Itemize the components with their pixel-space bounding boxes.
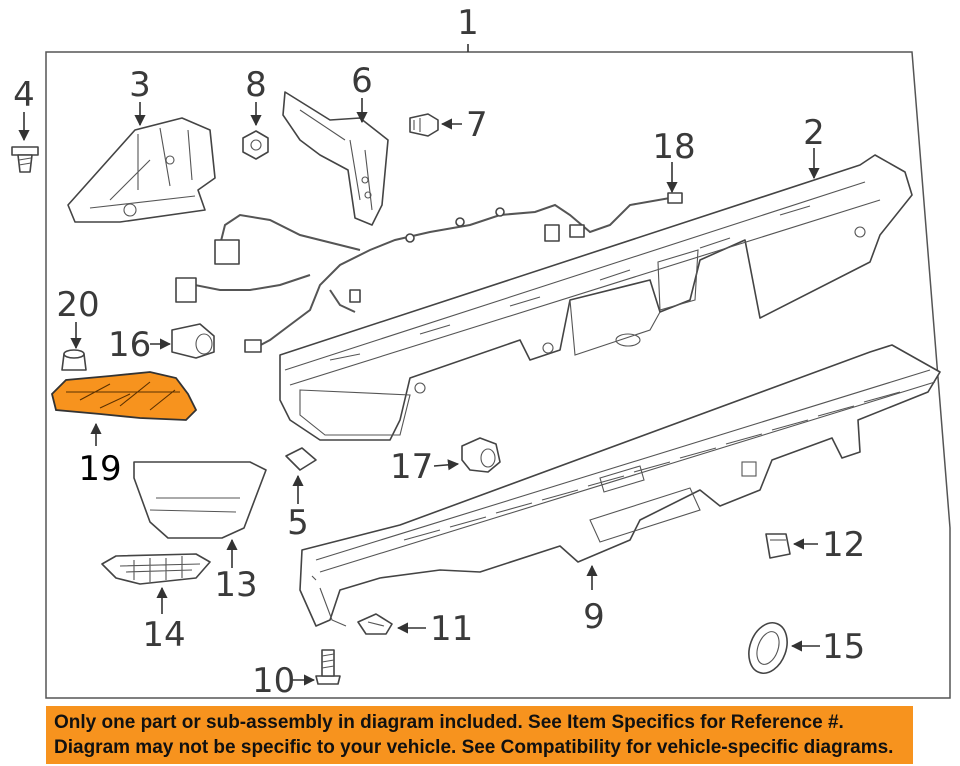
leader-17 — [433, 459, 460, 471]
callout-5: 5 — [287, 503, 309, 543]
callout-18: 18 — [652, 127, 695, 167]
part-8-nut — [242, 130, 269, 160]
callout-8: 8 — [245, 65, 267, 105]
callout-12: 12 — [822, 525, 865, 565]
part-19-shape — [51, 371, 198, 421]
callout-2: 2 — [803, 113, 825, 153]
part-13-step-pad — [133, 461, 267, 539]
part-18-wiring-harness — [175, 192, 683, 353]
part-14-grip-plate — [101, 553, 211, 585]
part-2-bumper — [279, 154, 913, 441]
part-5-clip-nut — [285, 447, 317, 471]
disclaimer-line-1: Only one part or sub-assembly in diagram… — [54, 712, 844, 733]
callout-15: 15 — [822, 627, 865, 667]
callout-3: 3 — [129, 65, 151, 105]
part-19-corner-pad-highlighted — [51, 371, 198, 421]
callout-13: 13 — [214, 565, 257, 605]
part-4-bolt — [11, 146, 39, 173]
part-17-retainer — [461, 437, 501, 473]
disclaimer-line-2: Diagram may not be specific to your vehi… — [54, 737, 894, 758]
callout-7: 7 — [466, 105, 488, 145]
part-20-plug — [61, 349, 87, 371]
part-12-clip — [765, 533, 791, 559]
assembly-frame — [45, 51, 951, 699]
callout-4: 4 — [13, 75, 35, 115]
callout-9: 9 — [583, 597, 605, 637]
callout-20: 20 — [56, 285, 99, 325]
part-3-bracket — [67, 117, 216, 223]
part-9-step-bumper — [299, 344, 941, 627]
callout-19-highlighted: 19 — [78, 449, 121, 489]
callout-6: 6 — [351, 61, 373, 101]
part-6-bracket — [282, 91, 389, 226]
part-10-bolt — [315, 649, 341, 685]
part-16-sensor — [171, 323, 215, 359]
callout-17: 17 — [390, 447, 433, 487]
part-7-clip — [409, 113, 439, 137]
callout-11: 11 — [430, 609, 473, 649]
callout-14: 14 — [142, 615, 185, 655]
disclaimer-banner: Only one part or sub-assembly in diagram… — [46, 706, 913, 764]
callout-10: 10 — [252, 661, 295, 701]
callout-16: 16 — [108, 325, 151, 365]
part-11-bracket-nut — [357, 613, 393, 635]
callout-1: 1 — [457, 3, 479, 43]
part-15-grommet — [748, 622, 788, 674]
